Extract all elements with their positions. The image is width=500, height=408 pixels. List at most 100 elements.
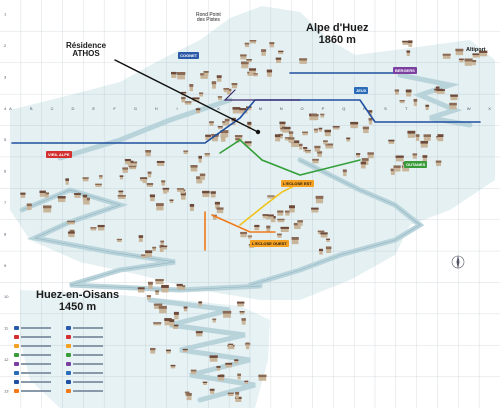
legend-row xyxy=(66,371,103,375)
building xyxy=(279,121,286,128)
legend-row xyxy=(66,335,103,339)
building xyxy=(95,183,102,188)
building xyxy=(368,117,373,125)
building xyxy=(362,126,369,134)
building xyxy=(209,355,218,362)
building xyxy=(425,104,430,110)
building xyxy=(181,96,186,103)
building xyxy=(280,226,289,232)
residence-marker xyxy=(255,129,261,135)
building xyxy=(472,53,481,58)
legend-swatch xyxy=(14,335,19,339)
grid-column-label: K xyxy=(217,106,220,111)
building xyxy=(310,114,319,121)
building xyxy=(204,153,210,157)
building xyxy=(423,134,431,141)
building xyxy=(161,284,169,293)
building xyxy=(279,133,283,139)
building xyxy=(145,150,152,157)
altiport-label: Altiport xyxy=(466,47,486,54)
building xyxy=(172,324,179,329)
resort-altitude: 1860 m xyxy=(318,33,356,46)
building xyxy=(128,165,137,170)
building xyxy=(211,81,217,89)
building xyxy=(231,82,238,89)
resort-title: Alpe d'Huez 1860 m xyxy=(306,22,369,46)
building xyxy=(395,155,404,162)
building xyxy=(311,207,319,213)
building xyxy=(226,88,232,95)
legend-row xyxy=(66,344,103,348)
grid-row-label: 1 xyxy=(4,12,7,17)
building xyxy=(324,129,332,137)
building xyxy=(325,246,332,254)
building xyxy=(232,107,241,114)
altiport-name: Altiport xyxy=(466,47,486,53)
building xyxy=(43,205,52,213)
building xyxy=(277,233,282,238)
grid-row-label: 6 xyxy=(4,169,7,174)
building xyxy=(254,224,260,231)
grid-column-label: G xyxy=(134,106,137,111)
building xyxy=(289,205,295,213)
grid-column-label: C xyxy=(51,106,54,111)
building xyxy=(195,331,203,337)
legend-text-placeholder xyxy=(73,372,103,374)
legend-text-placeholder xyxy=(73,336,103,338)
building xyxy=(472,60,477,66)
building xyxy=(98,175,103,180)
terrain-upper xyxy=(10,6,495,300)
building xyxy=(442,53,451,59)
building xyxy=(319,248,324,255)
legend-row xyxy=(66,380,103,384)
building xyxy=(459,58,464,63)
grid-row-label: 10 xyxy=(4,294,9,299)
building xyxy=(244,42,250,48)
building xyxy=(212,318,217,323)
building xyxy=(209,388,215,394)
grid-row-label: 9 xyxy=(4,263,7,268)
building xyxy=(118,190,124,195)
building xyxy=(235,391,240,399)
building xyxy=(146,295,152,300)
building xyxy=(420,140,429,148)
building xyxy=(394,89,400,95)
rond-point-line2: des Pistes xyxy=(196,17,220,24)
building xyxy=(246,59,252,63)
building xyxy=(147,171,152,178)
grid-column-label: N xyxy=(280,106,283,111)
building xyxy=(402,40,411,45)
building xyxy=(156,160,165,167)
building xyxy=(214,201,220,209)
building xyxy=(122,167,129,173)
building xyxy=(97,224,105,231)
building xyxy=(166,349,171,354)
legend-text-placeholder xyxy=(73,390,103,392)
legend-text-placeholder xyxy=(21,354,51,356)
compass-icon xyxy=(451,255,465,269)
resort-name: Alpe d'Huez xyxy=(306,22,369,34)
building xyxy=(169,319,175,327)
legend-row xyxy=(14,353,51,357)
building xyxy=(190,369,197,375)
legend-swatch xyxy=(66,326,71,330)
building xyxy=(177,72,186,80)
building xyxy=(57,196,66,203)
building xyxy=(249,40,257,44)
legend-row xyxy=(14,371,51,375)
grid-column-label: E xyxy=(92,106,95,111)
building xyxy=(161,180,166,186)
building xyxy=(269,42,275,48)
grid-column-label: S xyxy=(384,106,387,111)
building xyxy=(44,192,50,198)
building xyxy=(318,127,323,132)
grid-row-label: 2 xyxy=(4,43,7,48)
building xyxy=(20,192,26,198)
building xyxy=(171,71,177,78)
building xyxy=(297,220,303,226)
legend-text-placeholder xyxy=(73,354,103,356)
building xyxy=(202,381,208,385)
legend-swatch xyxy=(66,353,71,357)
building xyxy=(124,158,131,165)
building xyxy=(288,131,294,138)
